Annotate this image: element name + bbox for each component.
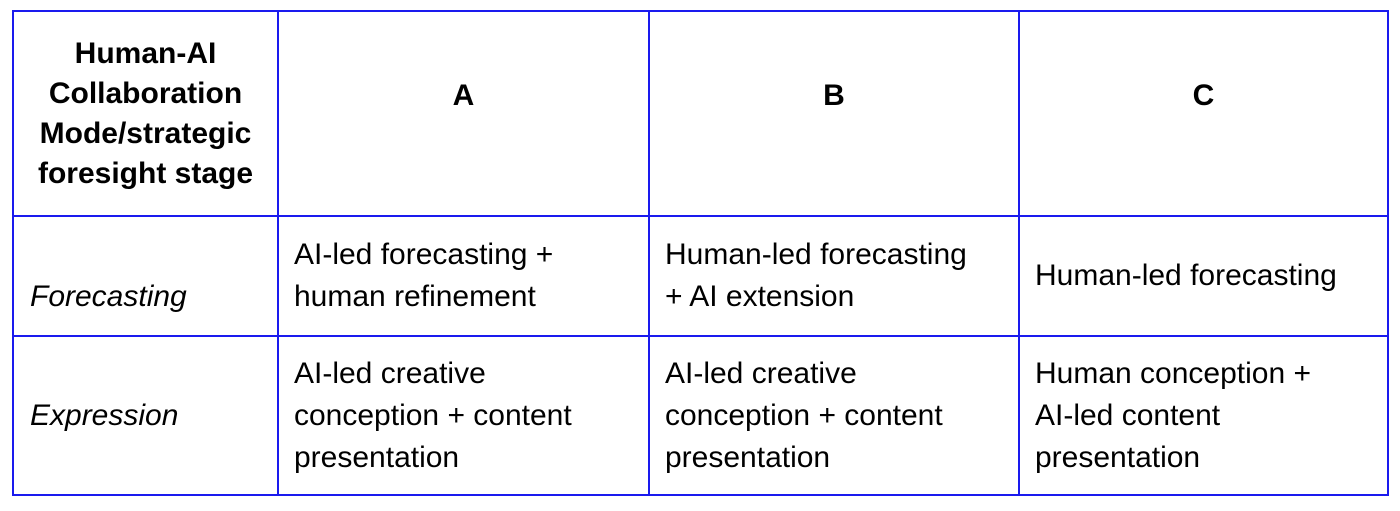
cell-forecasting-b: Human-led forecasting + AI extension bbox=[648, 215, 1020, 337]
row-label-expression: Expression bbox=[12, 335, 279, 496]
table-row-forecasting: Forecasting AI-led forecasting + human r… bbox=[12, 215, 1389, 337]
corner-header-text: Human-AI Collaboration Mode/strategic fo… bbox=[37, 36, 254, 190]
cell-expression-a-text: AI-led creative conception + content pre… bbox=[294, 356, 572, 474]
cell-forecasting-a: AI-led forecasting + human refinement bbox=[277, 215, 650, 337]
column-header-a: A bbox=[277, 10, 650, 217]
column-header-c-text: C bbox=[1192, 78, 1215, 112]
cell-expression-b: AI-led creative conception + content pre… bbox=[648, 335, 1020, 496]
column-header-b: B bbox=[648, 10, 1020, 217]
column-header-c: C bbox=[1018, 10, 1389, 217]
row-label-expression-text: Expression bbox=[30, 398, 179, 432]
cell-expression-a: AI-led creative conception + content pre… bbox=[277, 335, 650, 496]
cell-forecasting-c: Human-led forecasting bbox=[1018, 215, 1389, 337]
column-header-a-text: A bbox=[452, 78, 475, 112]
cell-expression-c-text: Human conception + AI-led content presen… bbox=[1035, 356, 1312, 474]
corner-header-cell: Human-AI Collaboration Mode/strategic fo… bbox=[12, 10, 279, 217]
row-label-forecasting-text: Forecasting bbox=[30, 280, 187, 313]
column-header-b-text: B bbox=[823, 78, 845, 112]
cell-forecasting-b-text: Human-led forecasting + AI extension bbox=[665, 238, 967, 313]
cell-expression-b-text: AI-led creative conception + content pre… bbox=[665, 356, 943, 474]
cell-expression-c: Human conception + AI-led content presen… bbox=[1018, 335, 1389, 496]
table-row-expression: Expression AI-led creative conception + … bbox=[12, 335, 1389, 496]
human-ai-collaboration-table: Human-AI Collaboration Mode/strategic fo… bbox=[12, 10, 1389, 496]
table-header-row: Human-AI Collaboration Mode/strategic fo… bbox=[12, 10, 1389, 217]
cell-forecasting-c-text: Human-led forecasting bbox=[1035, 259, 1337, 292]
cell-forecasting-a-text: AI-led forecasting + human refinement bbox=[294, 238, 554, 313]
row-label-forecasting: Forecasting bbox=[12, 215, 279, 337]
